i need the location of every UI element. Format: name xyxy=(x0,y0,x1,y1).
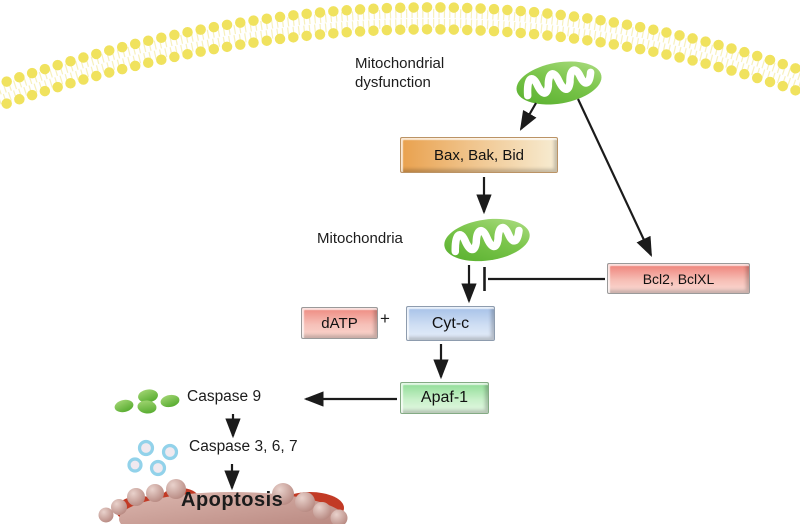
mitochondrial-dysfunction-line1: Mitochondrial xyxy=(355,55,445,72)
membrane-heads-outer-row xyxy=(0,2,800,90)
mitochondrion-icon-top xyxy=(513,55,605,110)
caspase367-label: Caspase 3, 6, 7 xyxy=(189,438,298,455)
apoptosis-label: Apoptosis xyxy=(181,489,284,511)
mitochondrial-dysfunction-line2: dysfunction xyxy=(355,74,431,91)
membrane-heads-inner-row xyxy=(0,24,800,112)
datp-box: dATP xyxy=(301,307,378,339)
cell-membrane-icon xyxy=(0,2,800,112)
mitochondrial-dysfunction-label: Mitochondrial dysfunction xyxy=(355,54,444,92)
apaf1-box: Apaf-1 xyxy=(400,382,489,414)
arrow-mito-to-bax xyxy=(519,102,537,131)
mitochondrion-icon-middle xyxy=(442,214,533,267)
apoptotic-cell-icon xyxy=(98,479,348,524)
pathway-arrows xyxy=(224,98,652,491)
bcl2-bclxl-box: Bcl2, BclXL xyxy=(607,263,750,294)
caspase9-label: Caspase 9 xyxy=(187,388,262,405)
plus-sign: + xyxy=(380,309,390,328)
mitochondria-label: Mitochondria xyxy=(317,230,403,247)
caspase9-granules-icon xyxy=(114,389,180,414)
caspase367-granules-icon xyxy=(127,439,179,477)
arrow-mito-to-bcl2 xyxy=(577,98,652,257)
cytc-box: Cyt-c xyxy=(406,306,495,341)
bax-bak-bid-box: Bax, Bak, Bid xyxy=(400,137,558,173)
